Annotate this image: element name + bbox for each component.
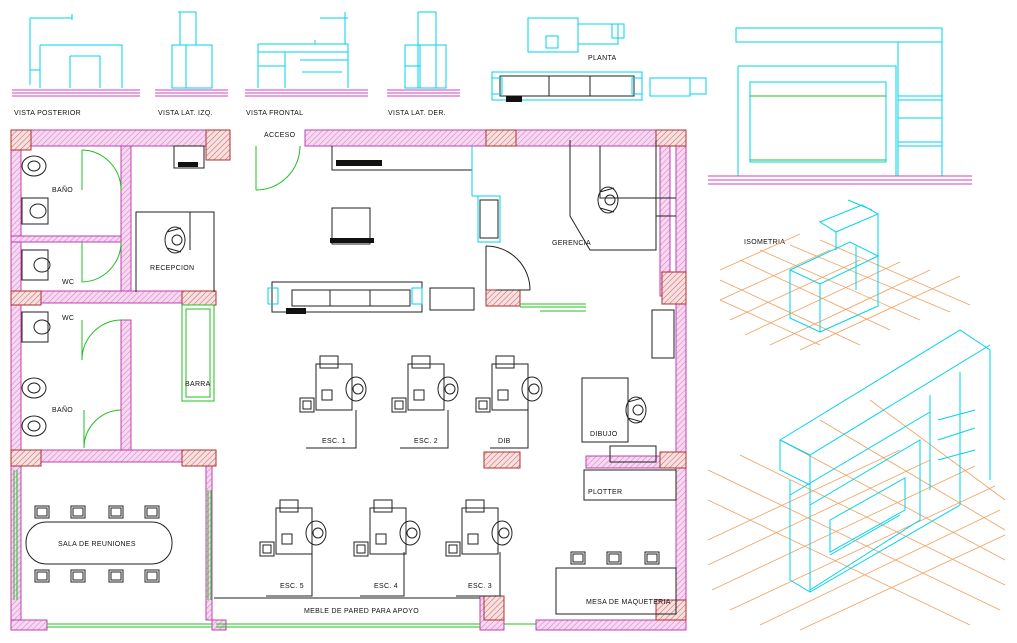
label-wc-1: WC [62,279,74,286]
label-desk-5: ESC. 5 [280,583,304,590]
wall-unit-elevation [708,27,972,185]
doors [81,145,531,449]
label-bar: BARRA [185,381,211,388]
label-desk-1: ESC. 1 [322,438,346,445]
label-dib: DIB [498,438,511,445]
workstation-esc-1 [299,355,367,449]
bathroom-fixtures [21,155,51,437]
label-desk-3: ESC. 3 [468,583,492,590]
reception-area [135,145,215,402]
label-left-view: VISTA LAT. IZQ. [158,110,213,117]
workstation-esc-5 [259,499,327,597]
workstation-dib [475,355,543,449]
label-front-view: VISTA FRONTAL [246,110,303,117]
elevation-front [245,12,368,97]
label-access: ACCESO [264,132,296,139]
label-management: GERENCIA [552,240,591,247]
label-isometric: ISOMETRIA [744,239,785,246]
label-wall-furniture: MEBLE DE PARED PARA APOYO [304,608,419,615]
label-drawing: DIBUJO [590,431,618,438]
windows [13,303,586,628]
central-furniture [267,146,475,314]
meeting-room [25,505,173,583]
label-meeting-room: SALA DE REUNIONES [58,541,136,548]
label-bath-2: BAÑO [52,405,73,414]
drawing-desk [581,309,677,501]
columns [10,129,687,621]
label-plan-view: PLANTA [588,55,617,62]
label-bath-1: BAÑO [52,185,73,194]
label-plotter: PLOTTER [588,489,622,496]
label-wc-2: WC [62,315,74,322]
label-reception: RECEPCION [150,265,194,272]
label-desk-4: ESC. 4 [374,583,398,590]
label-rear-view: VISTA POSTERIOR [14,110,81,117]
elevation-left [155,11,228,97]
label-right-view: VISTA LAT. DER. [388,110,446,117]
elevation-rear [12,14,140,97]
workstation-esc-3 [445,499,513,597]
isometric-large [707,329,1006,631]
model-table [555,551,677,615]
workstation-esc-4 [353,499,421,597]
management-office [471,140,676,251]
label-model-table: MESA DE MAQUETERIA [586,599,671,606]
workstation-esc-2 [391,355,459,449]
elevation-right [387,11,460,97]
plan-view-desk [491,17,707,102]
label-desk-2: ESC. 2 [414,438,438,445]
isometric-small [719,199,971,351]
